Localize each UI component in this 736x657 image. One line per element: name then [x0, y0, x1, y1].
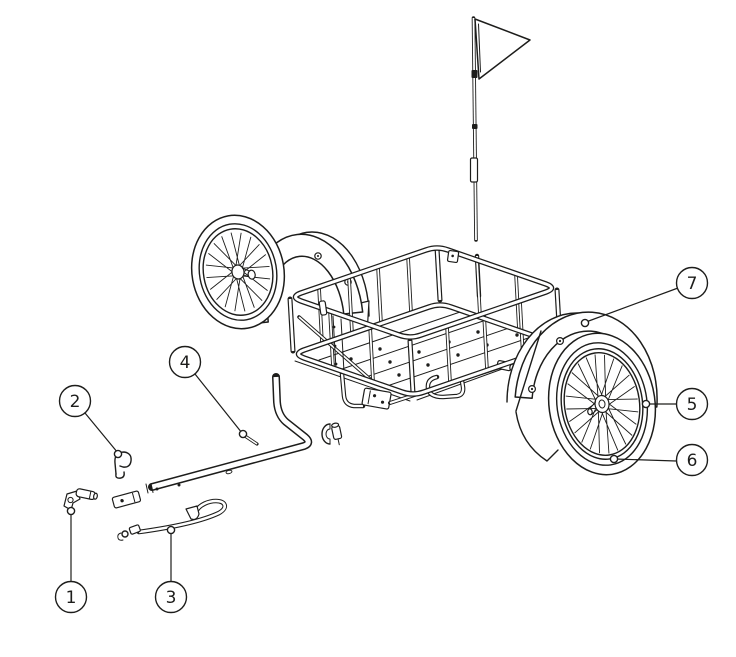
- tow-bar: [111, 373, 313, 509]
- right-wheel-rim-inner: [563, 352, 641, 456]
- callout-1-number: 1: [66, 588, 77, 608]
- screw-dot: [530, 387, 534, 391]
- right-wheel: [547, 332, 657, 476]
- strap-hook: [185, 505, 200, 521]
- pole-sleeve: [469, 157, 479, 183]
- callout-2-circle: [58, 384, 92, 418]
- pole-mount-clip: [446, 249, 460, 264]
- tow-bar-hole: [225, 469, 233, 475]
- callout-3-number: 3: [166, 588, 177, 608]
- callout-5-number: 5: [687, 395, 698, 415]
- callout-2-number: 2: [70, 392, 81, 412]
- callout-6: 6: [609, 443, 709, 477]
- rim-tab: [318, 300, 328, 316]
- callout-3-dot: [166, 525, 176, 535]
- callout-2: 2: [58, 384, 123, 459]
- callout-6-dot: [609, 454, 619, 464]
- tow-bar-end-ticks: [145, 483, 154, 494]
- safety-clip-tail: [115, 471, 125, 479]
- callout-1: 1: [54, 506, 88, 614]
- bracket-screw: [334, 362, 338, 366]
- spoke-lines: [565, 354, 639, 454]
- coupler-barrel: [75, 488, 98, 501]
- strap-buckle: [128, 524, 141, 535]
- right-wheel-hub: [594, 394, 610, 414]
- callout-1-dot: [66, 506, 76, 516]
- strap-snap-hook: [117, 532, 124, 541]
- callout-7: 7: [580, 266, 709, 328]
- clamp-parts: [321, 422, 343, 446]
- bracket-screw: [333, 344, 337, 348]
- left-axle-cap: [247, 269, 256, 280]
- callout-7-circle: [675, 266, 709, 300]
- right-axle-cap: [587, 408, 593, 416]
- callout-5-dot: [641, 399, 651, 409]
- screw-dot: [558, 339, 562, 343]
- callout-6-circle: [675, 443, 709, 477]
- callout-7-dot: [580, 318, 590, 328]
- left-wheel: [190, 214, 286, 330]
- screw-dot: [317, 255, 319, 257]
- right-fender-flange-edge: [515, 330, 542, 412]
- flag-assembly: [469, 16, 531, 299]
- right-fender-tail: [515, 411, 559, 462]
- callout-6-number: 6: [687, 451, 698, 471]
- tow-bar-screw: [155, 487, 159, 491]
- clamp-bolt: [331, 422, 343, 446]
- callout-5-circle: [675, 387, 709, 421]
- callout-5: 5: [641, 387, 709, 421]
- callout-3: 3: [154, 525, 188, 614]
- mount-bracket: [332, 315, 345, 373]
- pole-joint: [472, 124, 478, 129]
- tow-bar-screw: [177, 483, 181, 487]
- callout-3-circle: [154, 580, 188, 614]
- clamp-c-inner: [325, 423, 331, 445]
- left-wheel-hub: [231, 264, 245, 280]
- bracket-screw: [332, 325, 336, 329]
- basket-floor: [305, 304, 555, 392]
- callout-4-dot: [238, 429, 248, 439]
- right-tire-inner: [555, 342, 649, 466]
- callout-4: 4: [168, 345, 248, 439]
- clamp-c-outer: [321, 423, 331, 445]
- left-wheel-rim: [202, 228, 274, 316]
- callout-7-number: 7: [687, 274, 698, 294]
- callout-4-number: 4: [180, 353, 191, 373]
- callout-2-dot: [113, 449, 123, 459]
- coupler-hole: [67, 496, 74, 504]
- callout-4-circle: [168, 345, 202, 379]
- tow-bar-sleeve: [111, 490, 142, 509]
- flag-pennant: [474, 18, 531, 80]
- hitch-receiver-block: [361, 387, 392, 410]
- strap-ring: [121, 530, 129, 538]
- right-hub-bore: [598, 399, 606, 409]
- spoke-lines: [205, 232, 271, 312]
- hitch-coupler: [63, 488, 98, 511]
- flag-pennant-hem: [478, 23, 481, 73]
- callout-1-circle: [54, 580, 88, 614]
- flag-clip: [471, 70, 478, 78]
- safety-strap: [117, 498, 227, 541]
- left-tire-inner: [198, 223, 278, 321]
- left-wheel-spokes: [205, 232, 271, 312]
- right-wheel-spokes: [565, 354, 639, 454]
